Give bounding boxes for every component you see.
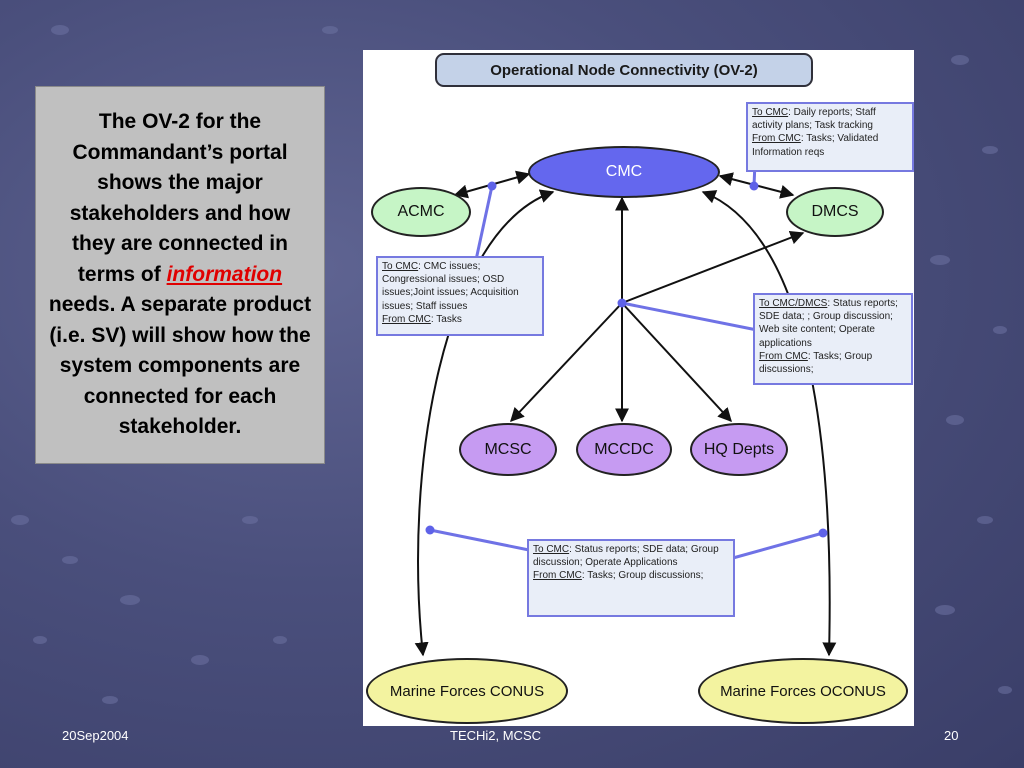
description-text-box: The OV-2 for the Commandant’s portal sho… (35, 86, 325, 464)
callout-acmc (474, 185, 494, 261)
description-text: The OV-2 for the Commandant’s portal sho… (48, 110, 312, 439)
diagram-title: Operational Node Connectivity (OV-2) (435, 53, 813, 87)
node-marine-forces-conus: Marine Forces CONUS (366, 658, 568, 724)
junction-acmc (487, 181, 497, 191)
node-mcsc: MCSC (459, 423, 557, 476)
node-mccdc: MCCDC (576, 423, 672, 476)
node-marine-forces-oconus: Marine Forces OCONUS (698, 658, 908, 724)
footer-center: TECHi2, MCSC (450, 728, 542, 743)
callout-hub (621, 301, 758, 332)
node-acmc: ACMC (371, 187, 471, 237)
note-acmc-exchange: To CMC: CMC issues; Congressional issues… (376, 256, 544, 336)
note-forces-exchange: To CMC: Status reports; SDE data; Group … (527, 539, 735, 617)
ov2-diagram: Operational Node Connectivity (OV-2) CMC… (363, 50, 914, 726)
node-hq-depts: HQ Depts (690, 423, 788, 476)
note-dmcs-exchange: To CMC: Daily reports; Staff activity pl… (746, 102, 914, 172)
junction-dmcs (749, 181, 759, 191)
junction-oconus (818, 528, 828, 538)
callout-conus (429, 528, 530, 552)
footer-date: 20Sep2004 (62, 728, 129, 743)
emphasis-word: information (166, 262, 283, 286)
note-commands-exchange: To CMC/DMCS: Status reports; SDE data; ;… (753, 293, 913, 385)
edge-cmc-conus (414, 189, 555, 657)
callout-oconus (732, 531, 824, 560)
node-dmcs: DMCS (786, 187, 884, 237)
junction-hub (617, 298, 627, 308)
junction-conus (425, 525, 435, 535)
slide-number: 20 (944, 728, 959, 743)
connector-layer (414, 161, 837, 657)
node-cmc: CMC (528, 146, 720, 198)
